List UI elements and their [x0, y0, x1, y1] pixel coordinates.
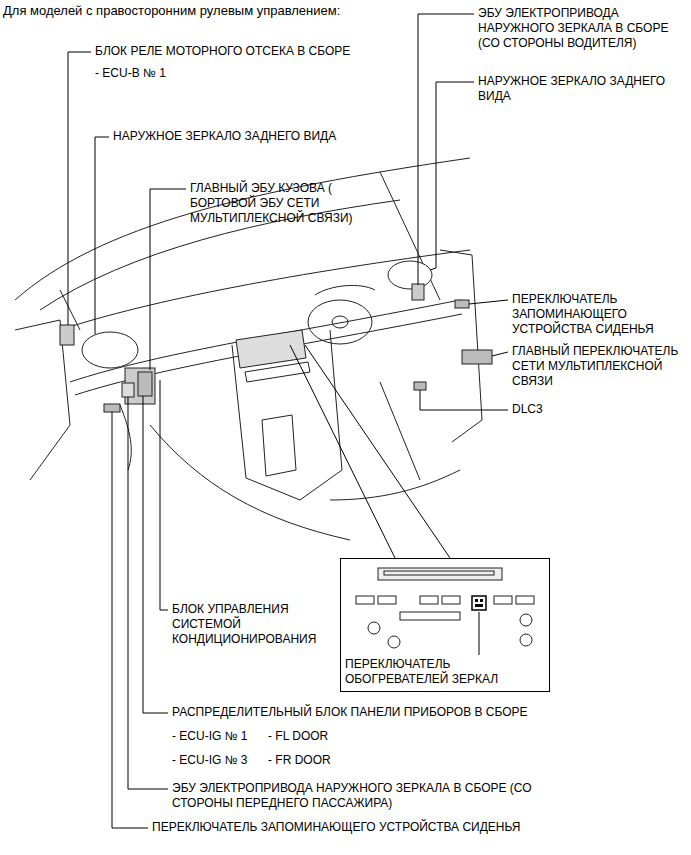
- part-label: - ECU-B № 1: [95, 66, 166, 81]
- passenger-mirror-ecu: [122, 383, 134, 397]
- part-label: ПЕРЕКЛЮЧАТЕЛЬ ЗАПОМИНАЮЩЕГО УСТРОЙСТВА С…: [152, 820, 521, 835]
- driver-mirror-ecu: [412, 284, 424, 300]
- part-label: РАСПРЕДЕЛИТЕЛЬНЫЙ БЛОК ПАНЕЛИ ПРИБОРОВ В…: [172, 705, 528, 720]
- dlc3-connector: [414, 382, 426, 390]
- multiplex-main-switch: [462, 350, 492, 364]
- inset-panel: ПЕРЕКЛЮЧАТЕЛЬ ОБОГРЕВАТЕЛЕЙ ЗЕРКАЛ: [340, 558, 550, 692]
- steering-hub: [332, 316, 348, 328]
- part-label: БЛОК УПРАВЛЕНИЯ СИСТЕМОЙ КОНДИЦИОНИРОВАН…: [172, 602, 312, 647]
- instrument-cluster: [315, 285, 375, 295]
- floor-line: [330, 470, 460, 500]
- part-label: - ECU-IG № 3: [172, 753, 248, 768]
- part-label: БЛОК РЕЛЕ МОТОРНОГО ОТСЕКА В СБОРЕ: [95, 44, 350, 59]
- audio-unit: [236, 330, 306, 368]
- center-console: [232, 330, 342, 500]
- dashboard-top: [60, 250, 470, 330]
- page-title: Для моделей с правосторонним рулевым упр…: [3, 3, 340, 19]
- shift-lever-area: [262, 415, 296, 476]
- relay-block: [60, 325, 74, 345]
- floor-line: [150, 425, 350, 540]
- a-pillar: [60, 290, 80, 330]
- part-label: ПЕРЕКЛЮЧАТЕЛЬ ЗАПОМИНАЮЩЕГО УСТРОЙСТВА С…: [512, 292, 682, 337]
- wire-harness: [120, 405, 131, 470]
- memory-switch: [104, 404, 120, 412]
- floor-line: [380, 382, 420, 480]
- part-label: НАРУЖНОЕ ЗЕРКАЛО ЗАДНЕГО ВИДА: [478, 74, 678, 104]
- part-label: - ECU-IG № 1: [172, 729, 248, 744]
- left-mirror: [82, 332, 138, 368]
- junction-block: [138, 372, 152, 396]
- inset-illustration: [340, 558, 550, 708]
- part-label: НАРУЖНОЕ ЗЕРКАЛО ЗАДНЕГО ВИДА: [113, 129, 336, 144]
- part-label: - FL DOOR: [268, 729, 328, 744]
- part-label: - FR DOOR: [268, 753, 331, 768]
- steering-wheel: [308, 300, 372, 344]
- part-label: ЭБУ ЭЛЕКТРОПРИВОДА НАРУЖНОГО ЗЕРКАЛА В С…: [478, 6, 683, 51]
- part-label: ГЛАВНЫЙ ЭБУ КУЗОВА ( БОРТОВОЙ ЭБУ СЕТИ М…: [190, 181, 375, 226]
- part-label: DLC3: [512, 402, 543, 417]
- part-label: ЭБУ ЭЛЕКТРОПРИВОДА НАРУЖНОГО ЗЕРКАЛА В С…: [172, 781, 532, 811]
- a-pillar: [380, 172, 440, 300]
- memory-switch: [455, 300, 469, 308]
- part-label: ГЛАВНЫЙ ПЕРЕКЛЮЧАТЕЛЬ СЕТИ МУЛЬТИПЛЕКСНО…: [512, 344, 684, 389]
- right-mirror: [388, 261, 432, 289]
- right-door: [440, 250, 482, 442]
- switch-label: ПЕРЕКЛЮЧАТЕЛЬ ОБОГРЕВАТЕЛЕЙ ЗЕРКАЛ: [345, 657, 545, 687]
